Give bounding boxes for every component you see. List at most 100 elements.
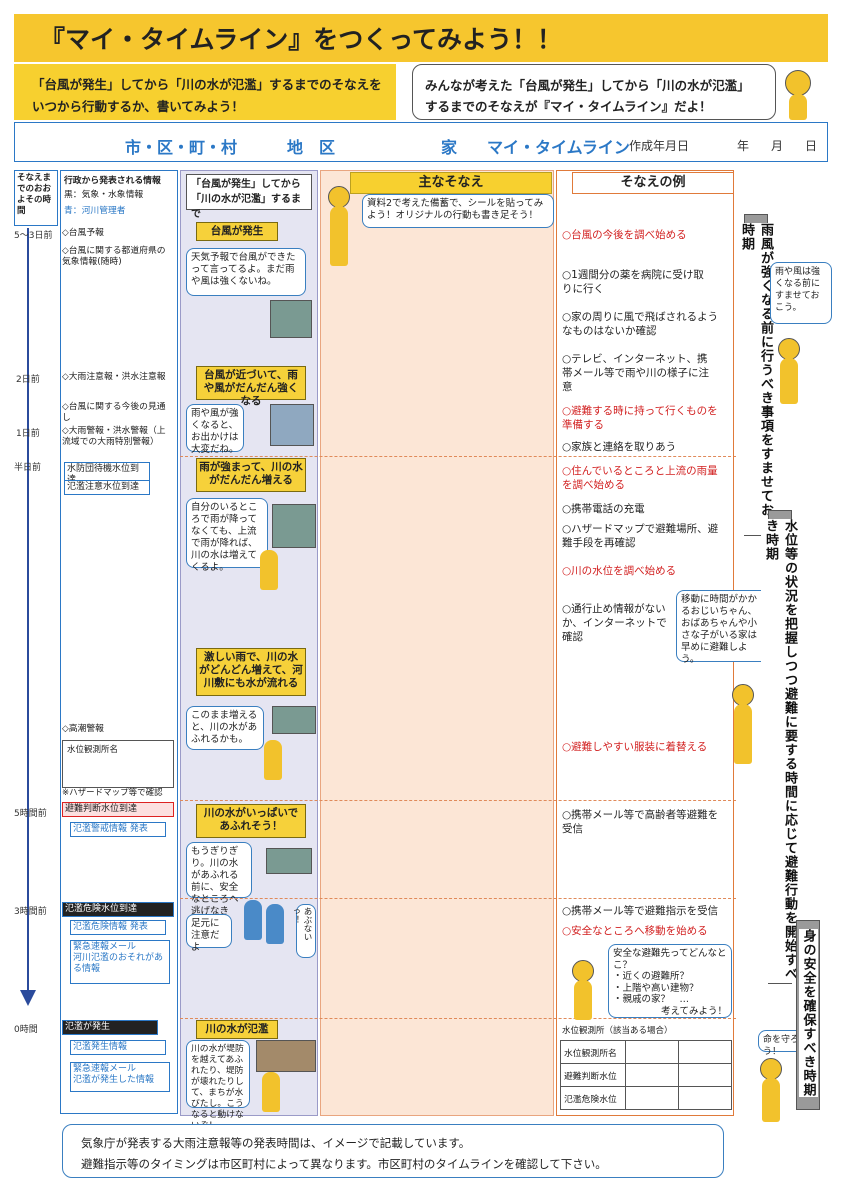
day-field[interactable]: 日 <box>805 139 818 153</box>
bubble-before-storm: 雨や風は強くなる前にすませておこう。 <box>770 262 832 324</box>
tick-0hours: 0時間 <box>14 1025 38 1035</box>
bubble-may-overflow: このまま増えると、川の水があふれるかも。 <box>186 706 264 750</box>
phase-bar-3-text: 身の安全を確保すべき時期 <box>798 929 818 1097</box>
timeline-axis <box>27 228 29 998</box>
gauge-box[interactable]: 水位観測所名 <box>62 740 174 788</box>
month-field[interactable]: 月 <box>771 139 784 153</box>
tag-evac-level: 避難判断水位到達 <box>62 802 174 817</box>
main-prep-column[interactable] <box>320 170 554 1116</box>
cell-gauge-name[interactable] <box>625 1040 679 1064</box>
house-field[interactable]: 家 <box>441 138 458 157</box>
cell-evac-level[interactable] <box>625 1063 679 1087</box>
footer-note: 気象庁が発表する大雨注意報等の発表時間は、イメージで記載しています。 避難指示等… <box>62 1124 724 1178</box>
example-heading: そなえの例 <box>572 172 734 194</box>
timeline-header: 市・区・町・村 地 区 家 マイ・タイムライン 作成年月日 年 月 日 <box>14 122 828 162</box>
emergency-mail2-title: 緊急速報メール <box>73 1064 137 1074</box>
ex-move-safe: ○安全なところへ移動を始める <box>562 925 708 937</box>
bubble-watch-step: 足元に注意だよ <box>186 914 232 953</box>
tag-caution-level: 氾濫注意水位到達 <box>64 480 150 495</box>
gauge-table: 水位観測所名 避難判断水位 氾濫危険水位 <box>560 1040 732 1110</box>
safe-q-4: 考えてみよう！ <box>660 1005 727 1017</box>
ex-pack: ○避難する時に持って行くものを準備する <box>562 405 718 431</box>
person-figure-4 <box>266 904 284 944</box>
phase-bar-2-text: 水位等の状況を把握しつつ避難に要する時間に応じて避難行動を開始すべき時期 <box>761 519 799 983</box>
person-figure-5 <box>262 1072 280 1112</box>
stage-typhoon-formed: 台風が発生 <box>196 222 278 241</box>
cell-danger-level[interactable] <box>625 1086 679 1110</box>
bubble-approach: 雨や風が強くなると、お出かけは大変だね。 <box>186 404 244 455</box>
tick-5hours: 5時間前 <box>14 809 47 819</box>
bubble-elderly: 移動に時間がかかるおじいちゃん、おばあちゃんや小さな子がいる家は早めに避難しよう… <box>676 590 770 665</box>
ex-house-check: ○家の周りに風で飛ばされるようなものはないか確認 <box>562 311 719 337</box>
gauge-box-label: 水位観測所名 <box>67 745 119 755</box>
main-prep-bubble: 資料2で考えた備蓄で、シールを貼ってみよう！オリジナルの行動も書き足そう！ <box>362 194 554 228</box>
ex-elderly-evac: ○携帯メール等で高齢者等避難を受信 <box>562 809 719 835</box>
phase-bar-1: 雨風が強くなる前に行うべき事項をすませておく時期 <box>737 214 775 536</box>
bubble-evacuate-now: もうぎりぎり。川の水があふれる前に、安全なところへ逃げなきゃ！ <box>186 842 252 929</box>
created-date-label: 作成年月日 <box>629 139 690 153</box>
stage-overflow: 川の水が氾濫 <box>196 1020 278 1039</box>
mascot-main-body <box>330 206 348 266</box>
stage-almost-overflow: 川の水がいっぱいであふれそう！ <box>196 804 306 838</box>
tick-2days: 2日前 <box>16 375 40 385</box>
mascot-side-head <box>778 338 800 360</box>
safe-q-3: ・親戚の家？ … <box>613 994 690 1005</box>
bubble-safe-place: 安全な避難先ってどんなとこ？ ・近くの避難所？ ・上階や高い建物？ ・親戚の家？… <box>608 944 732 1018</box>
mascot-side-body <box>780 358 798 404</box>
tag-warn-issue: 氾濫警戒情報 発表 <box>70 822 166 837</box>
ex-family: ○家族と連絡を取りあう <box>562 441 677 453</box>
rain-photo <box>270 404 314 446</box>
year-field[interactable]: 年 <box>737 139 750 153</box>
timeline-arrow-icon <box>20 990 36 1006</box>
river-photo-2 <box>272 706 316 734</box>
emergency-mail-msg: 河川氾濫のおそれがある情報 <box>73 953 164 974</box>
footer-line2: 避難指示等のタイミングは市区町村によって異なります。市区町村のタイムラインを確認… <box>81 1157 607 1171</box>
stage-typhoon-approach: 台風が近づいて、雨や風がだんだん強くなる <box>196 366 306 407</box>
emergency-mail-box: 緊急速報メール 河川氾濫のおそれがある情報 <box>70 940 170 984</box>
row-evac-level: 避難判断水位 <box>560 1063 626 1087</box>
river-photo-1 <box>272 504 316 548</box>
mascot-ex-body <box>734 704 752 764</box>
cell-danger-level-2[interactable] <box>678 1086 732 1110</box>
district-field[interactable]: 地 区 <box>287 138 336 157</box>
bubble-upstream: 自分のいるところで雨が降ってなくても、上流で雨が降れば、川の水は増えてくるよ。 <box>186 498 268 573</box>
intro-left-line1: 「台風が発生」してから「川の水が氾濫」するまでのそなえを <box>32 77 382 92</box>
mytimeline-label: マイ・タイムライン <box>487 138 630 157</box>
divider-5hours <box>180 800 736 801</box>
intro-left-line2: いつから行動するか、書いてみよう！ <box>32 99 244 114</box>
tag-danger-level: 氾濫危険水位到達 <box>62 902 174 917</box>
tick-3hours: 3時間前 <box>14 907 47 917</box>
mascot-ex-head <box>732 684 754 706</box>
tick-5to3days: 5～3日前 <box>14 231 53 241</box>
river-top-box: 「台風が発生」してから 「川の水が氾濫」するまで <box>186 174 312 220</box>
intro-right: みんなが考えた「台風が発生」してから「川の水が氾濫」 するまでのそなえが『マイ・… <box>412 64 776 120</box>
intro-left: 「台風が発生」してから「川の水が氾濫」するまでのそなえを いつから行動するか、書… <box>14 64 396 120</box>
city-field[interactable]: 市・区・町・村 <box>125 138 238 157</box>
ex-typhoon-check: ○台風の今後を調べ始める <box>562 229 687 241</box>
mascot-safe-body <box>574 980 592 1020</box>
info-advisory: ◇大雨注意報・洪水注意報 <box>62 372 166 382</box>
ex-rainfall: ○住んでいるところと上流の雨量を調べ始める <box>562 465 718 491</box>
row-gauge-name: 水位観測所名 <box>560 1040 626 1064</box>
cell-gauge-name-2[interactable] <box>678 1040 732 1064</box>
main-prep-heading: 主なそなえ <box>350 172 552 194</box>
ex-hazardmap: ○ハザードマップで避難場所、避難手段を再確認 <box>562 523 719 549</box>
info-pref-weather: ◇台風に関する都道府県の気象情報(随時) <box>62 246 166 267</box>
gov-info-column <box>60 170 178 1114</box>
safe-q-0: 安全な避難先ってどんなとこ？ <box>613 948 727 971</box>
ex-clothes: ○避難しやすい服装に着替える <box>562 741 708 753</box>
river-top-line1: 「台風が発生」してから <box>191 179 301 190</box>
ex-road-closure: ○通行止め情報がないか、インターネットで確認 <box>562 603 667 643</box>
intro-right-line1: みんなが考えた「台風が発生」してから「川の水が氾濫」 <box>425 78 750 93</box>
footer-line1: 気象庁が発表する大雨注意報等の発表時間は、イメージで記載しています。 <box>81 1136 471 1150</box>
title-banner <box>14 14 828 62</box>
bubble-danger: あぶないっ！ <box>290 904 316 958</box>
mascot-side2-body <box>762 1078 780 1122</box>
cell-evac-level-2[interactable] <box>678 1063 732 1087</box>
info-warning: ◇大雨警報・洪水警報（上流域での大雨特別警報） <box>62 426 166 447</box>
emergency-mail-title: 緊急速報メール <box>73 942 137 952</box>
info-storm-surge: ◇高潮警報 <box>62 724 104 734</box>
person-figure-3 <box>244 900 262 940</box>
intro-right-line2: するまでのそなえが『マイ・タイムライン』だよ！ <box>425 99 712 114</box>
mascot-safe-head <box>572 960 594 982</box>
